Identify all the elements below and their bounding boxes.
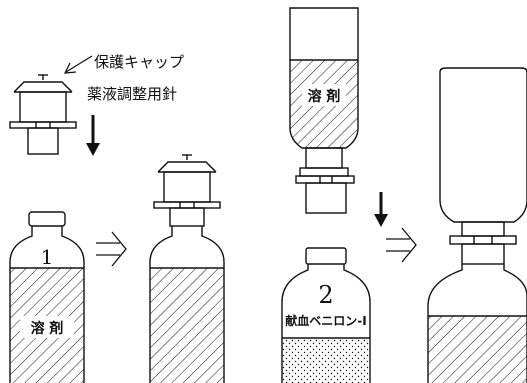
adjustment-needle-label: 薬液調整用針 xyxy=(87,85,177,103)
solvent-label-top: 溶 剤 xyxy=(308,88,341,105)
solvent-bottle-with-needle xyxy=(149,154,225,383)
arrow-right-icon xyxy=(386,227,417,263)
solvent-bottle-1: 1 溶 剤 xyxy=(9,211,85,383)
combined-assembly xyxy=(427,67,527,383)
solvent-label-left: 溶 剤 xyxy=(31,320,64,337)
arrow-down-icon xyxy=(374,192,388,227)
bottle-number-2: 2 xyxy=(318,281,333,309)
solvent-bottle-inverted: 溶 剤 xyxy=(289,7,359,169)
protective-cap-callout: 保護キャップ xyxy=(63,53,184,74)
drug-bottle-2: 2 献血ベニロン-I xyxy=(281,247,371,383)
needle-device-left xyxy=(9,74,77,155)
arrow-right-icon xyxy=(96,231,127,267)
product-name-label: 献血ベニロン-I xyxy=(285,313,366,328)
protective-cap-label: 保護キャップ xyxy=(94,53,184,71)
needle-device-right xyxy=(295,167,355,214)
bottle-number-1: 1 xyxy=(41,245,54,269)
arrow-down-icon xyxy=(86,115,100,156)
